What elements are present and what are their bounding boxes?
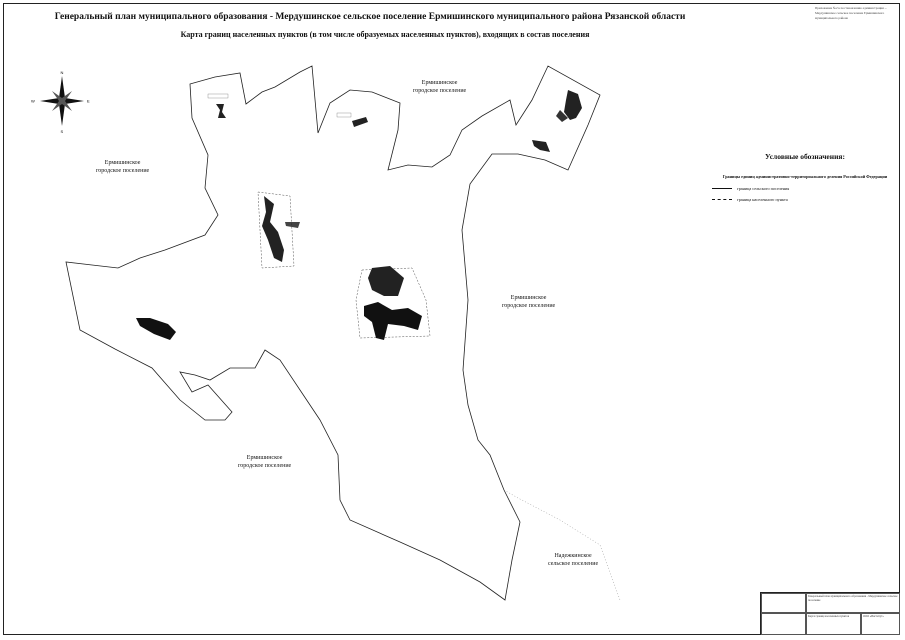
legend-title: Условные обозначения: (765, 152, 845, 161)
compass-rose-icon: N S W E (31, 70, 90, 134)
map-frame (3, 3, 900, 635)
title-block-signatures (761, 613, 806, 635)
village-boundary-dashed-2 (257, 191, 295, 269)
dashed-line-icon (712, 198, 732, 200)
map-subtitle: Карта границ населенных пунктов (в том ч… (180, 30, 590, 39)
populated-place-3 (532, 90, 582, 152)
settlement-boundary (65, 65, 601, 601)
approval-note: Приложение №2 к постановлению администра… (815, 6, 888, 20)
populated-place-5 (364, 266, 422, 340)
populated-place-6 (136, 318, 176, 340)
compass-west: W (31, 99, 35, 104)
populated-place-2 (336, 112, 368, 127)
compass-east: E (87, 99, 90, 104)
compass-north: N (61, 70, 64, 75)
legend-item-village-boundary: граница населенного пункта (712, 197, 890, 202)
title-block-grid (761, 593, 806, 613)
title-block-project: Генеральный план муниципального образова… (806, 593, 900, 613)
village-boundary-dashed (355, 267, 431, 339)
solid-line-icon (712, 187, 732, 189)
legend-subtitle: Границы единиц административно-территори… (722, 174, 888, 179)
legend-item-rural-boundary: граница сельского поселения (712, 186, 890, 191)
title-block-organization: ООО «Институт» (861, 613, 900, 635)
populated-place-4 (262, 196, 300, 262)
title-block: Генеральный план муниципального образова… (760, 592, 900, 635)
populated-place-1 (207, 93, 229, 118)
neighbor-boundary (503, 489, 621, 601)
map-title: Генеральный план муниципального образова… (54, 12, 686, 22)
title-block-sheet-title: Карта границ населенных пунктов (806, 613, 861, 635)
map-legend: Условные обозначения: Границы единиц адм… (700, 152, 890, 202)
compass-south: S (61, 129, 64, 134)
